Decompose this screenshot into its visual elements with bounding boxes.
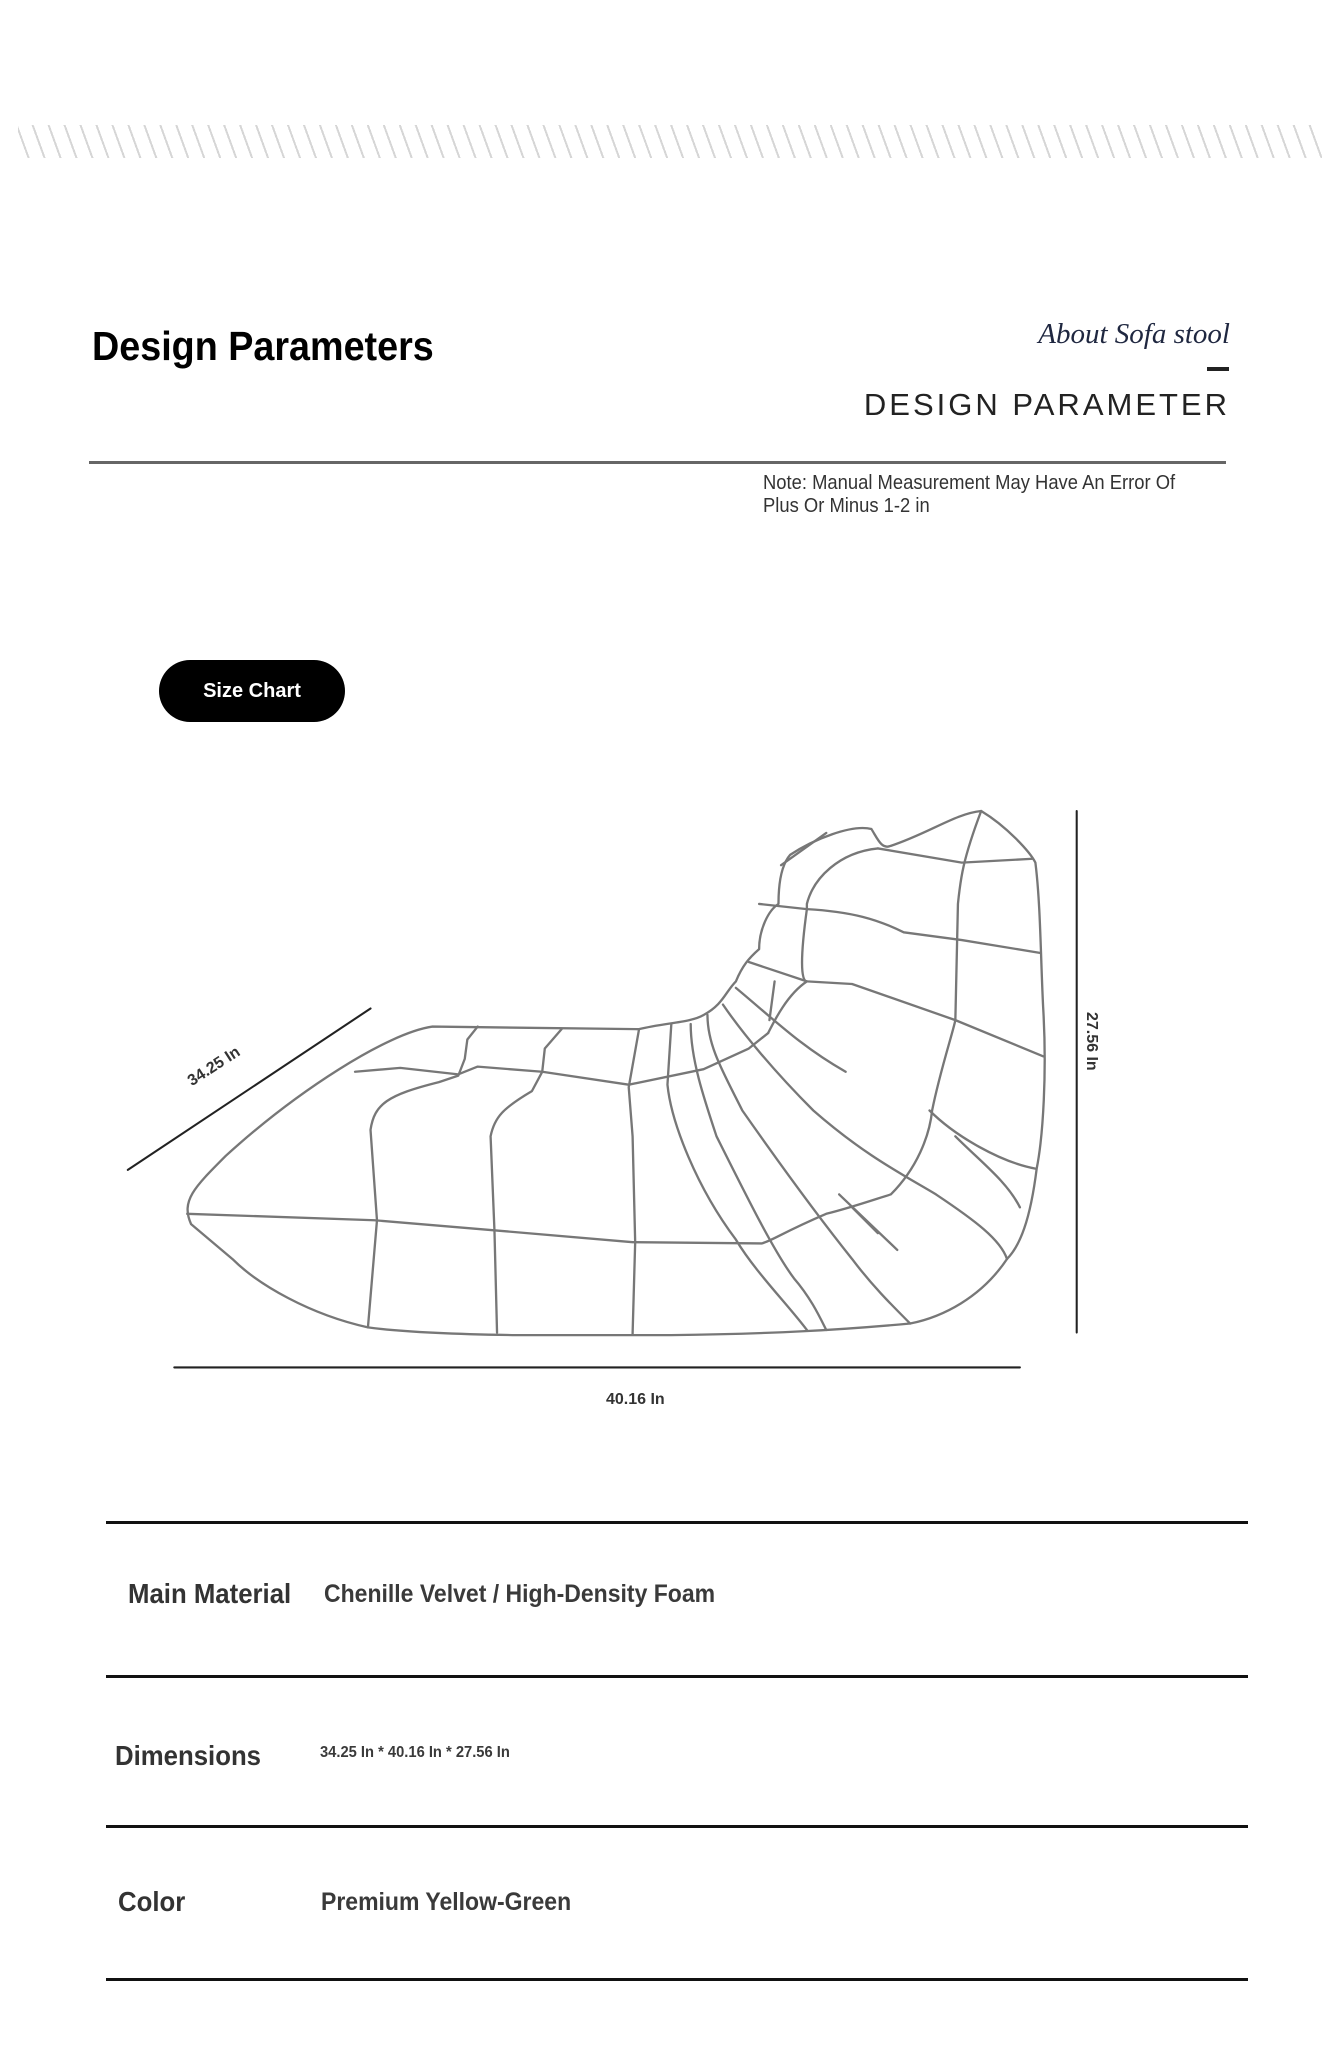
table-divider: [106, 1675, 1248, 1678]
measurement-note: Note: Manual Measurement May Have An Err…: [763, 472, 1195, 518]
height-label: 27.56 In: [1083, 1012, 1100, 1071]
spec-value-dimensions: 34.25 In * 40.16 In * 27.56 In: [320, 1744, 510, 1761]
page-title: Design Parameters: [92, 323, 434, 369]
spec-label-dimensions: Dimensions: [115, 1740, 262, 1771]
table-divider: [106, 1825, 1248, 1828]
seat-front-seam: [186, 809, 983, 1245]
table-divider: [106, 1521, 1248, 1524]
spec-value-color: Premium Yellow-Green: [321, 1888, 572, 1916]
spec-value-material: Chenille Velvet / High-Density Foam: [324, 1580, 716, 1608]
decorative-stripe-band: [18, 125, 1322, 158]
subtitle-dash: [1207, 367, 1229, 371]
section-subtitle-script: About Sofa stool: [1038, 318, 1230, 350]
size-chart-button[interactable]: Size Chart: [159, 660, 345, 722]
spec-label-color: Color: [118, 1886, 186, 1917]
depth-dimension-line: [126, 1007, 372, 1171]
sofa-outline: [186, 809, 1046, 1337]
note-line-2: Plus Or Minus 1-2 in: [763, 495, 930, 517]
table-divider: [106, 1978, 1248, 1981]
width-label: 40.16 In: [606, 1391, 665, 1408]
header-divider: [89, 461, 1226, 464]
note-line-1: Note: Manual Measurement May Have An Err…: [763, 472, 1176, 494]
spec-label-material: Main Material: [128, 1578, 292, 1609]
section-subtitle-caps: DESIGN PARAMETER: [863, 387, 1230, 422]
